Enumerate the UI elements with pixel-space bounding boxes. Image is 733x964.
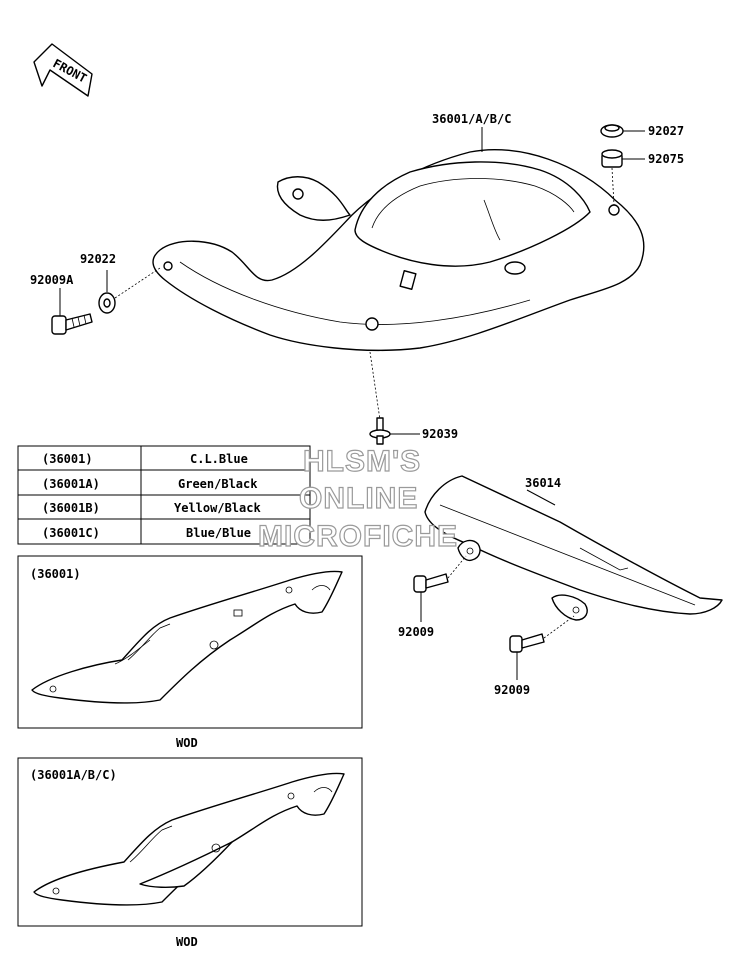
table-part-cell: (36001C) xyxy=(42,526,100,540)
color-table: (36001) C.L.Blue (36001A) Green/Black (3… xyxy=(17,445,311,545)
callout-tail-cover: 36001/A/B/C xyxy=(432,112,511,126)
watermark: HLSM'S ONLINE MICROFICHE xyxy=(257,444,458,553)
table-color-cell: Blue/Blue xyxy=(186,526,251,540)
watermark-line: HLSM'S xyxy=(303,445,421,478)
bolt-92009-b-part[interactable] xyxy=(509,615,575,680)
inset-caption: WOD xyxy=(176,736,198,750)
callout-damper: 92075 xyxy=(648,152,684,166)
watermark-line: ONLINE xyxy=(299,482,418,515)
inset-label: (36001) xyxy=(30,567,81,581)
inset-36001abc: (36001A/B/C) WOD xyxy=(17,757,363,949)
table-part-cell: (36001) xyxy=(42,452,93,466)
cover-36014-part[interactable] xyxy=(424,475,723,621)
damper-92075-part[interactable] xyxy=(601,149,645,206)
callout-clip: 92039 xyxy=(422,427,458,441)
cap-92027-part[interactable] xyxy=(600,124,645,138)
callout-bolt-a: 92009 xyxy=(398,625,434,639)
inset-36001: (36001) WOD xyxy=(17,555,363,750)
bolt-92009a-part[interactable] xyxy=(51,288,93,335)
table-color-cell: Yellow/Black xyxy=(174,501,261,515)
bolt-92009-a-part[interactable] xyxy=(413,555,467,622)
callout-washer: 92022 xyxy=(80,252,116,266)
front-arrow-icon: FRONT xyxy=(33,43,93,97)
table-part-cell: (36001B) xyxy=(42,501,100,515)
callout-bolt-left: 92009A xyxy=(30,273,74,287)
washer-92022-part[interactable] xyxy=(98,267,161,314)
tail-cover-part[interactable] xyxy=(152,148,645,352)
callout-cover-lower: 36014 xyxy=(525,476,561,490)
table-color-cell: Green/Black xyxy=(178,477,258,491)
watermark-line: MICROFICHE xyxy=(258,520,458,553)
table-color-cell: C.L.Blue xyxy=(190,452,248,466)
table-part-cell: (36001A) xyxy=(42,477,100,491)
inset-caption: WOD xyxy=(176,935,198,949)
callout-cap: 92027 xyxy=(648,124,684,138)
inset-label: (36001A/B/C) xyxy=(30,768,117,782)
clip-92039-part[interactable] xyxy=(369,351,420,445)
callout-bolt-b: 92009 xyxy=(494,683,530,697)
